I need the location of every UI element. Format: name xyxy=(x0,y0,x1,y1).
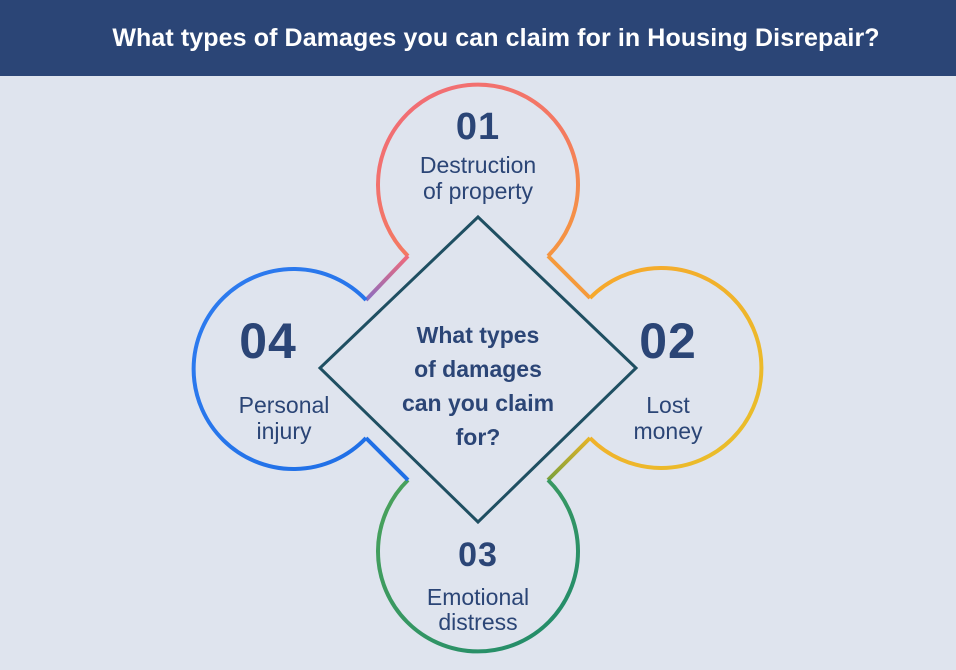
petal-03-left-connector xyxy=(364,436,410,482)
petal-03-outline xyxy=(376,478,580,654)
petal-01-label-line1: Destruction xyxy=(419,152,537,178)
petal-04-label-line1: Personal xyxy=(238,392,330,418)
center-question-line1: What types xyxy=(416,322,540,348)
petal-02-outline xyxy=(588,266,764,470)
center-question-line4: for? xyxy=(455,424,501,450)
center-question: What types of damages can you claim for? xyxy=(376,318,580,454)
petal-01-outline xyxy=(376,82,580,258)
center-question-line2: of damages xyxy=(414,356,542,382)
petal-01-label-line2: of property xyxy=(423,178,533,204)
center-diamond xyxy=(317,214,639,525)
petal-04-outline xyxy=(191,267,368,471)
petal-02-label-line1: Lost xyxy=(646,392,690,418)
petal-02-bottom-connector xyxy=(546,436,592,482)
petal-03-number: 03 xyxy=(458,536,498,574)
petal-04-label-line2: injury xyxy=(256,418,312,444)
petal-01-number: 01 xyxy=(455,106,501,148)
petal-02-number: 02 xyxy=(639,313,697,369)
petal-02-label-line2: money xyxy=(633,418,703,444)
petal-03-label-line2: distress xyxy=(438,609,518,635)
page-title: What types of Damages you can claim for … xyxy=(112,24,880,52)
petal-01-left-connector xyxy=(364,254,410,302)
header-bar xyxy=(0,0,956,76)
center-question-line3: can you claim xyxy=(401,390,555,416)
petal-03-label-line1: Emotional xyxy=(426,584,530,610)
petal-04-number: 04 xyxy=(239,313,297,369)
petal-01-right-connector xyxy=(546,254,592,300)
